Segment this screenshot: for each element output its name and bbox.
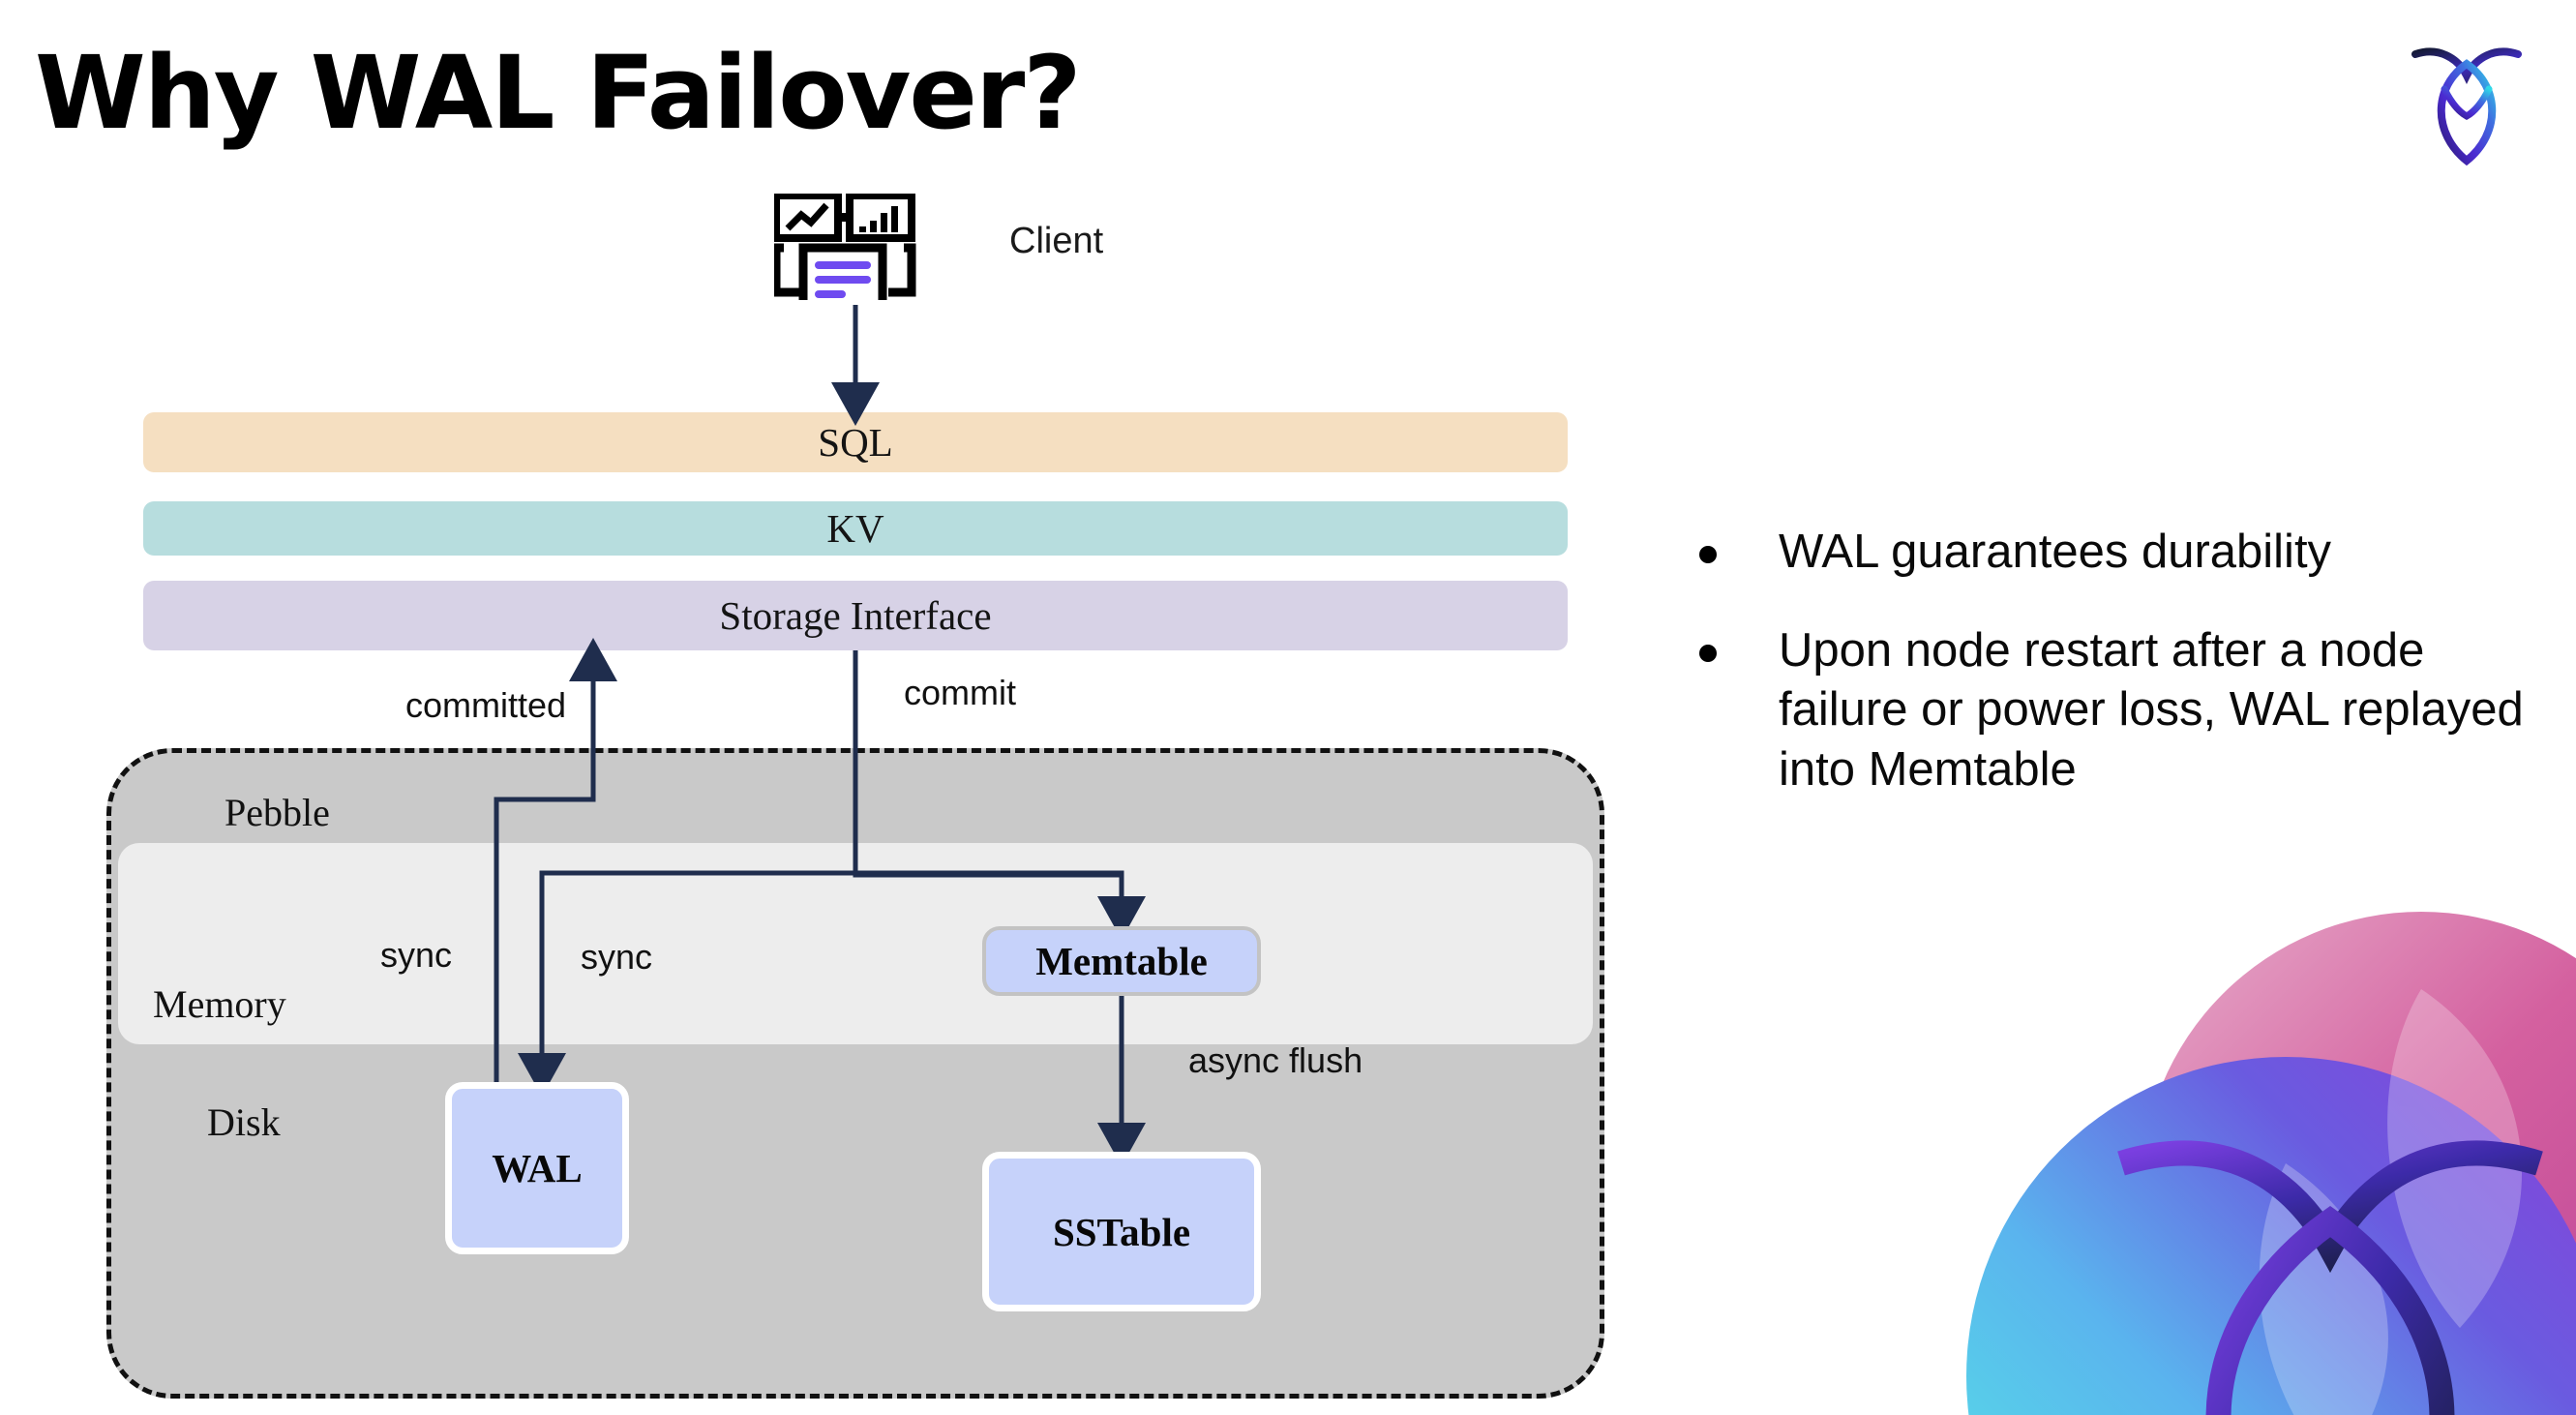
layer-label-storage-interface: Storage Interface [719, 593, 992, 638]
edge-label-sync-2: sync [581, 937, 653, 977]
node-sstable: SSTable [982, 1152, 1261, 1311]
layer-label-kv: KV [826, 506, 884, 551]
client-label: Client [1009, 221, 1104, 261]
cockroachdb-logo-icon [2394, 33, 2539, 168]
node-memtable: Memtable [982, 926, 1261, 996]
node-label-sstable: SSTable [1052, 1209, 1191, 1254]
memory-region [118, 843, 1593, 1044]
disk-label: Disk [207, 1100, 281, 1144]
edge-label-async-flush: async flush [1188, 1040, 1363, 1080]
page-title: Why WAL Failover? [35, 34, 1082, 152]
memory-label: Memory [153, 982, 286, 1026]
bullet-text: Upon node restart after a node failure o… [1779, 623, 2524, 797]
edge-label-commit: commit [904, 673, 1016, 712]
bullet-dot-icon [1699, 644, 1717, 662]
edge-label-committed: committed [405, 685, 567, 725]
layer-bar-kv: KV [143, 501, 1568, 556]
node-label-memtable: Memtable [1035, 939, 1208, 983]
list-item: WAL guarantees durability [1699, 523, 2551, 583]
layer-bar-storage-interface: Storage Interface [143, 581, 1568, 650]
layer-label-sql: SQL [818, 420, 893, 465]
architecture-diagram: Client SQL KV Storage Interface Pebble M… [106, 192, 1604, 1399]
list-item: Upon node restart after a node failure o… [1699, 621, 2551, 800]
node-wal: WAL [445, 1082, 629, 1254]
layer-bar-sql: SQL [143, 412, 1568, 472]
decorative-circles [1879, 873, 2576, 1415]
node-label-wal: WAL [492, 1146, 583, 1190]
bullet-text: WAL guarantees durability [1779, 526, 2332, 578]
edge-label-sync-1: sync [380, 935, 453, 975]
client-icon [771, 192, 929, 311]
bullet-list: WAL guarantees durability Upon node rest… [1699, 523, 2551, 839]
bullet-dot-icon [1699, 546, 1717, 563]
pebble-label: Pebble [225, 791, 330, 834]
